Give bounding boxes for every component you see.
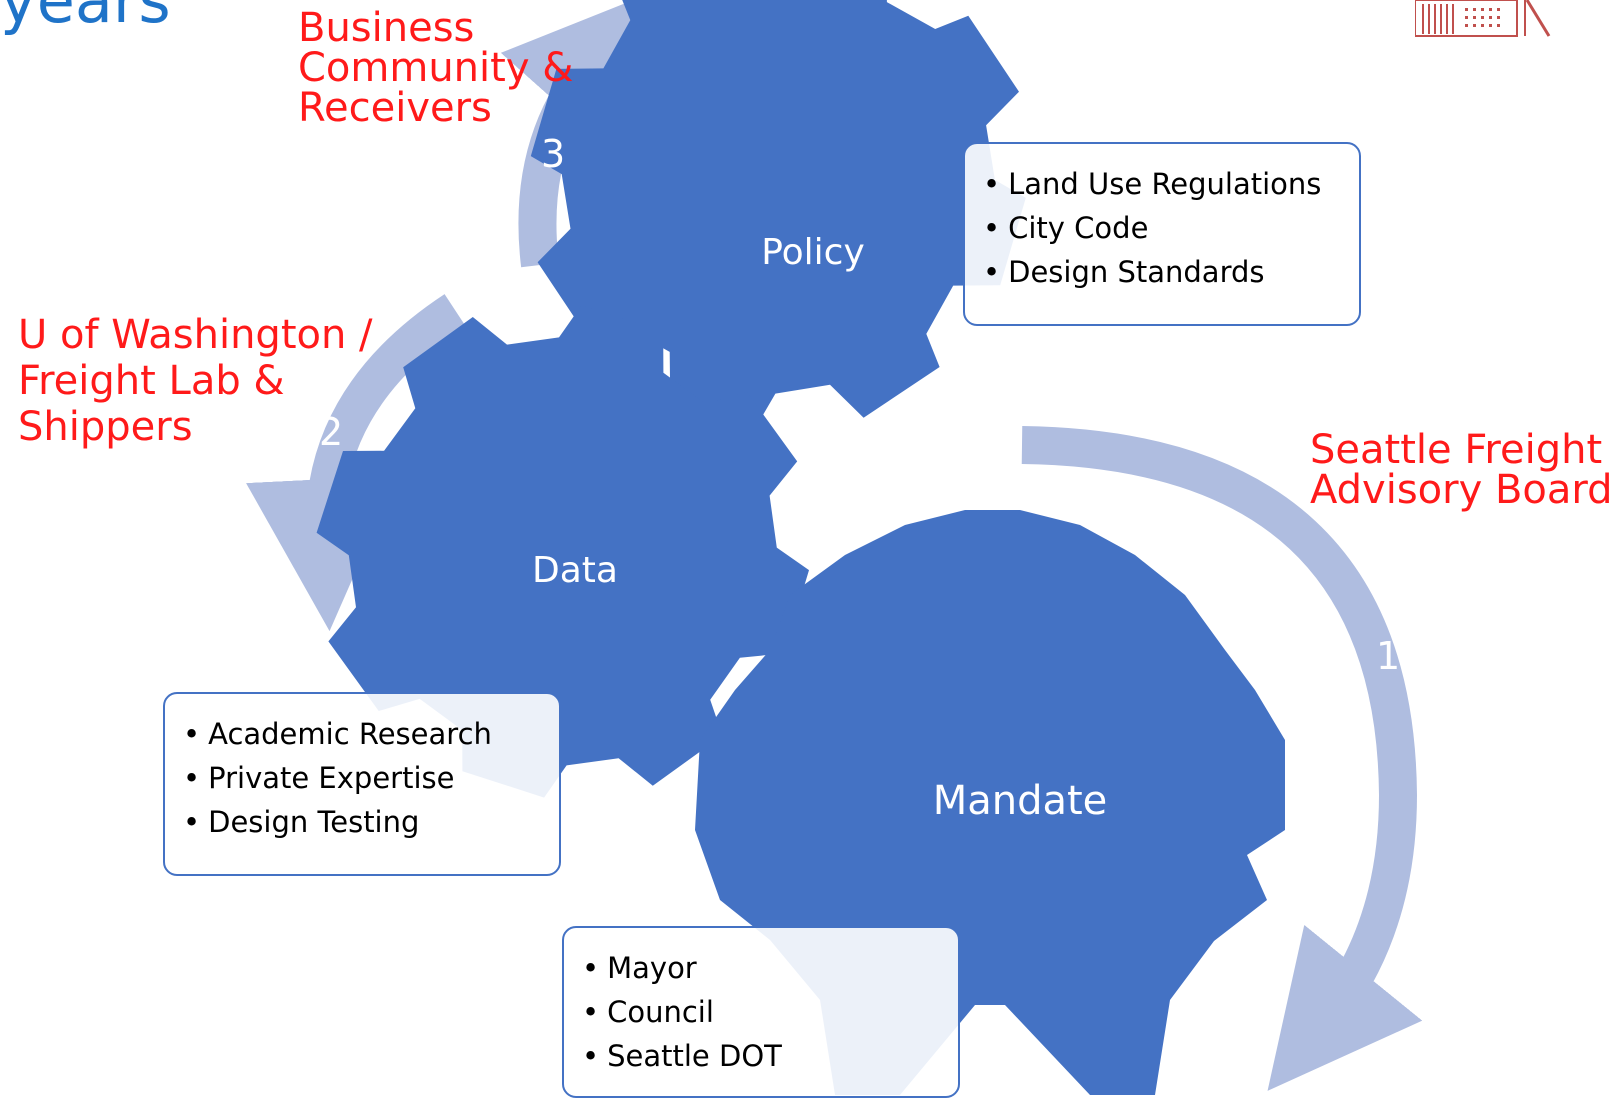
- policy-item: Design Standards: [983, 250, 1359, 294]
- stakeholder-freight-board-line-1: Seattle Freight: [1310, 427, 1603, 473]
- stakeholder-uw-line-3: Shippers: [18, 404, 193, 450]
- data-item: Private Expertise: [183, 756, 559, 800]
- gear-policy-label: Policy: [761, 232, 865, 273]
- gear-data: [316, 305, 809, 798]
- arrow-1: [1021, 426, 1423, 1091]
- policy-box: Land Use Regulations City Code Design St…: [963, 142, 1361, 326]
- gear-data-label: Data: [532, 550, 618, 591]
- stakeholder-business-line-3: Receivers: [298, 85, 492, 131]
- slide-title-fragment: years: [0, 0, 171, 37]
- stakeholder-uw-line-1: U of Washington /: [18, 312, 373, 358]
- arrow-number-2: 2: [319, 410, 344, 454]
- stakeholder-freight-board: Seattle Freight Advisory Board: [1310, 430, 1613, 510]
- policy-item: Land Use Regulations: [983, 162, 1359, 206]
- logo-icon: [1415, 0, 1551, 37]
- gear-policy: [530, 0, 1026, 425]
- data-item: Academic Research: [183, 712, 559, 756]
- stakeholder-uw-line-2: Freight Lab &: [18, 358, 285, 404]
- policy-item: City Code: [983, 206, 1359, 250]
- stakeholder-business: Business Community & Receivers: [298, 8, 573, 128]
- arrow-number-1: 1: [1376, 634, 1401, 678]
- data-item: Design Testing: [183, 800, 559, 844]
- mandate-item: Mayor: [582, 946, 958, 990]
- mandate-box: Mayor Council Seattle DOT: [562, 926, 960, 1098]
- mandate-item: Seattle DOT: [582, 1034, 958, 1078]
- stakeholder-business-line-1: Business: [298, 5, 475, 51]
- data-box: Academic Research Private Expertise Desi…: [163, 692, 561, 876]
- arrow-number-3: 3: [541, 132, 566, 176]
- stakeholder-freight-board-line-2: Advisory Board: [1310, 467, 1613, 513]
- stakeholder-business-line-2: Community &: [298, 45, 574, 91]
- gear-mandate-label: Mandate: [932, 778, 1108, 824]
- stakeholder-uw: U of Washington / Freight Lab & Shippers: [18, 312, 373, 450]
- mandate-item: Council: [582, 990, 958, 1034]
